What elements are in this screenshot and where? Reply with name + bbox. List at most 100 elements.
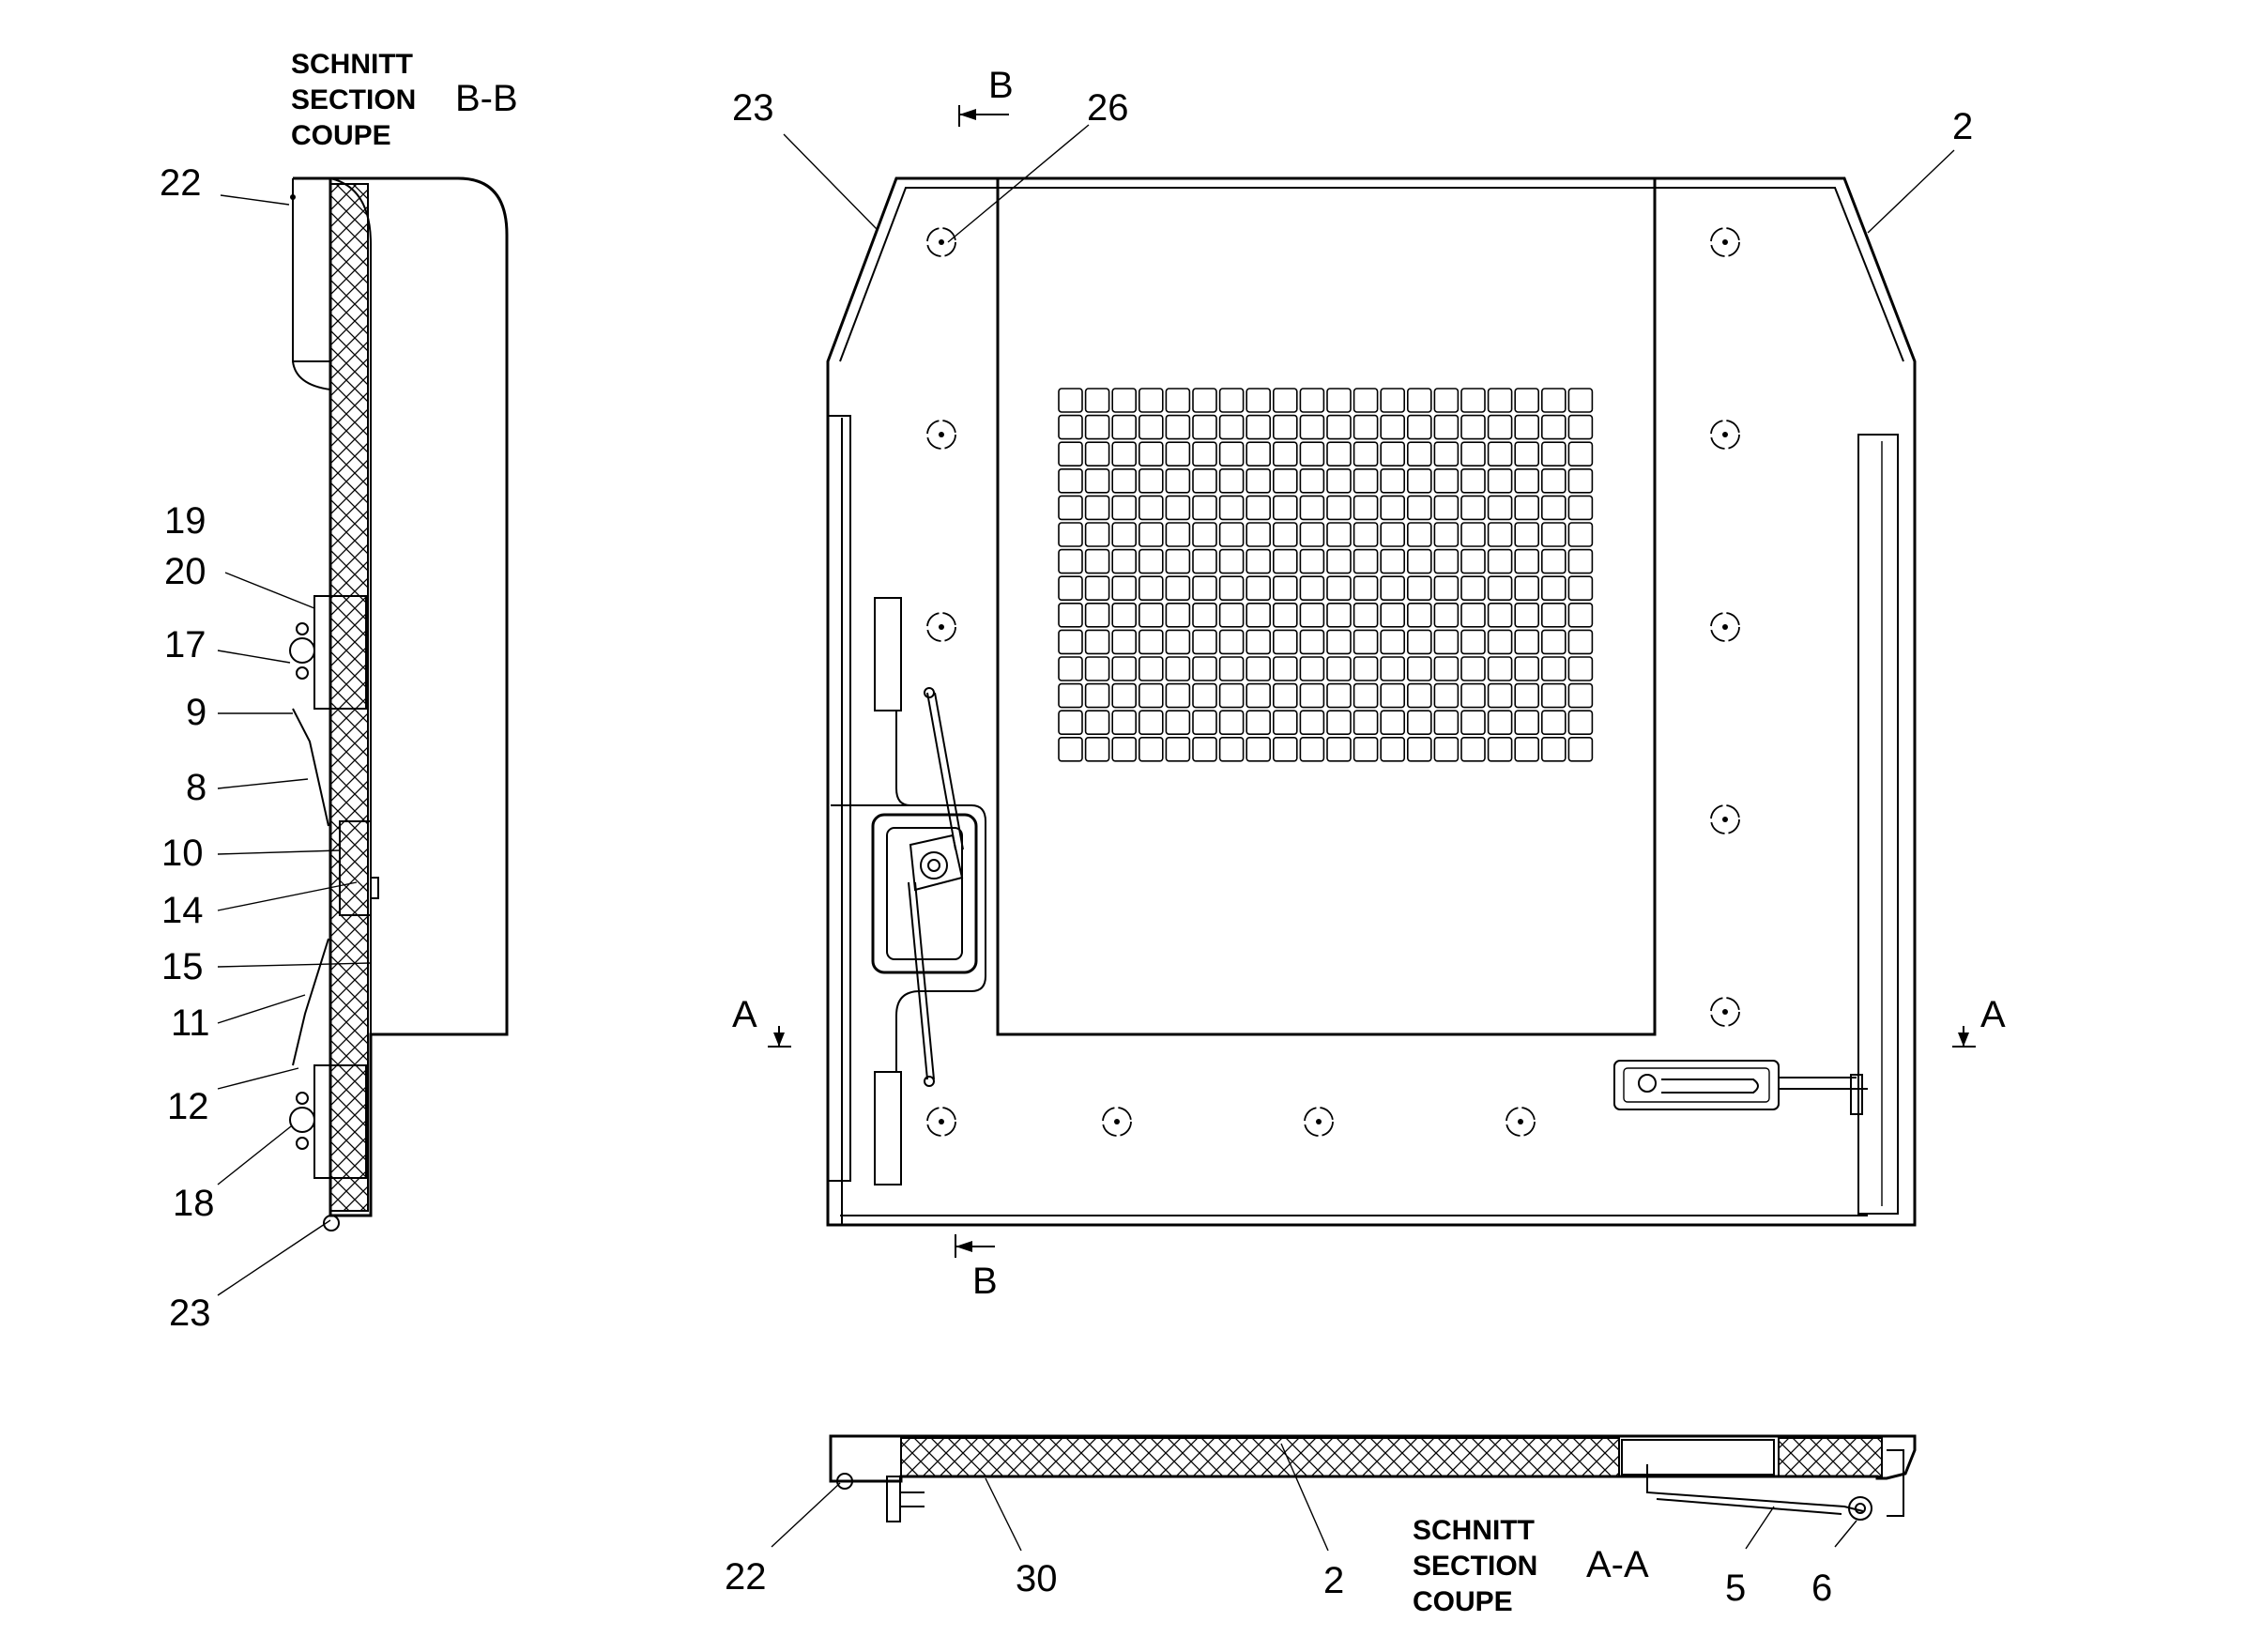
callout-bb-11: 11 <box>171 1002 210 1044</box>
callout-aa-30: 30 <box>1016 1558 1058 1599</box>
vent-slot <box>1246 710 1271 736</box>
vent-slot <box>1514 682 1539 709</box>
lock-assembly <box>1613 1060 1868 1115</box>
section-aa-id: A-A <box>1586 1544 1649 1585</box>
vent-slot <box>1139 736 1164 762</box>
vent-slot <box>1165 629 1191 655</box>
vent-slot <box>1326 548 1352 574</box>
vent-slot <box>1514 467 1539 494</box>
vent-slot <box>1192 682 1217 709</box>
vent-slot <box>1218 548 1245 574</box>
bb-latch-pin <box>370 877 379 899</box>
vent-slot <box>1567 602 1594 628</box>
vent-slot <box>1246 495 1271 521</box>
lock-housing-inner <box>1623 1067 1770 1103</box>
vent-slot <box>1165 414 1191 440</box>
vent-slot <box>1058 710 1083 736</box>
aa-leader-5 <box>1745 1506 1775 1550</box>
vent-slot <box>1541 575 1567 602</box>
vent-slot <box>1353 548 1379 574</box>
vent-slot <box>1487 656 1513 681</box>
vent-slot <box>1541 388 1567 413</box>
cut-label-a-right: A <box>1980 994 2006 1035</box>
vent-slot <box>1487 629 1513 655</box>
aa-panel-outline <box>829 1434 1917 1483</box>
vent-slot <box>1084 495 1110 521</box>
vent-slot <box>1165 441 1191 467</box>
vent-slot <box>1567 629 1594 655</box>
vent-slot <box>1084 656 1110 681</box>
vent-slot <box>1273 414 1298 440</box>
upper-rod-joint <box>924 687 935 698</box>
vent-slot <box>1058 441 1083 467</box>
vent-slot <box>1084 575 1110 602</box>
vent-slot <box>1353 602 1379 628</box>
bb-lower-hinge-bolt <box>289 1107 315 1133</box>
vent-slot <box>1460 495 1486 521</box>
vent-slot <box>1111 414 1137 440</box>
cut-marker-b-top: B <box>958 65 1014 127</box>
vent-slot <box>1084 388 1110 413</box>
aa-lock-pivot-center <box>1855 1503 1866 1514</box>
vent-slot <box>1460 602 1486 628</box>
callout-bb-23: 23 <box>169 1293 211 1334</box>
vent-slot <box>1111 388 1137 413</box>
vent-slot <box>1246 575 1271 602</box>
lower-latch-block <box>874 1071 902 1185</box>
vent-grille <box>1058 388 1594 762</box>
vent-slot <box>1299 548 1325 574</box>
vent-slot <box>1326 602 1352 628</box>
vent-slot <box>1353 414 1379 440</box>
vent-slot <box>1380 710 1405 736</box>
vent-slot <box>1192 388 1217 413</box>
vent-slot <box>1487 602 1513 628</box>
upper-latch-rod <box>926 692 956 850</box>
vent-slot <box>1353 522 1379 547</box>
vent-slot <box>1326 575 1352 602</box>
vent-slot <box>1084 467 1110 494</box>
vent-slot <box>1246 548 1271 574</box>
vent-slot <box>1192 548 1217 574</box>
vent-slot <box>1514 548 1539 574</box>
aa-lock-cavity <box>1621 1439 1775 1476</box>
aa-end-bracket <box>1887 1449 1904 1517</box>
vent-slot <box>1514 710 1539 736</box>
vent-slot <box>1139 388 1164 413</box>
vent-slot <box>1541 441 1567 467</box>
vent-slot <box>1326 495 1352 521</box>
vent-slot <box>1218 629 1245 655</box>
vent-slot <box>1273 629 1298 655</box>
vent-slot <box>1326 388 1352 413</box>
vent-slot <box>1084 682 1110 709</box>
lock-housing <box>1613 1060 1780 1110</box>
vent-slot <box>1246 388 1271 413</box>
vent-slot <box>1299 441 1325 467</box>
vent-slot <box>1192 629 1217 655</box>
bb-leader-20 <box>224 572 315 609</box>
vent-slot <box>1514 495 1539 521</box>
vent-slot <box>1246 441 1271 467</box>
vent-slot <box>1487 548 1513 574</box>
section-aa-word-coupe: COUPE <box>1413 1586 1513 1617</box>
vent-slot <box>1407 467 1432 494</box>
vent-slot <box>1541 602 1567 628</box>
front-leader-26 <box>947 124 1090 243</box>
vent-slot <box>1273 682 1298 709</box>
vent-slot <box>1380 495 1405 521</box>
upper-latch-rod-2 <box>934 692 964 850</box>
vent-slot <box>1084 548 1110 574</box>
section-bb-title: SCHNITT SECTION COUPE B-B <box>291 49 518 151</box>
aa-foam-end <box>1778 1437 1883 1477</box>
bb-upper-rod <box>292 708 329 827</box>
aa-lock-arm-2 <box>1656 1498 1842 1515</box>
vent-slot <box>1058 495 1083 521</box>
vent-slot <box>1218 414 1245 440</box>
vent-slot <box>1218 602 1245 628</box>
vent-slot <box>1139 710 1164 736</box>
bb-foam-core <box>329 183 369 1212</box>
vent-slot <box>1084 602 1110 628</box>
vent-slot <box>1326 656 1352 681</box>
vent-slot <box>1139 548 1164 574</box>
bb-lower-hinge-nut-a <box>296 1092 309 1105</box>
vent-slot <box>1084 710 1110 736</box>
